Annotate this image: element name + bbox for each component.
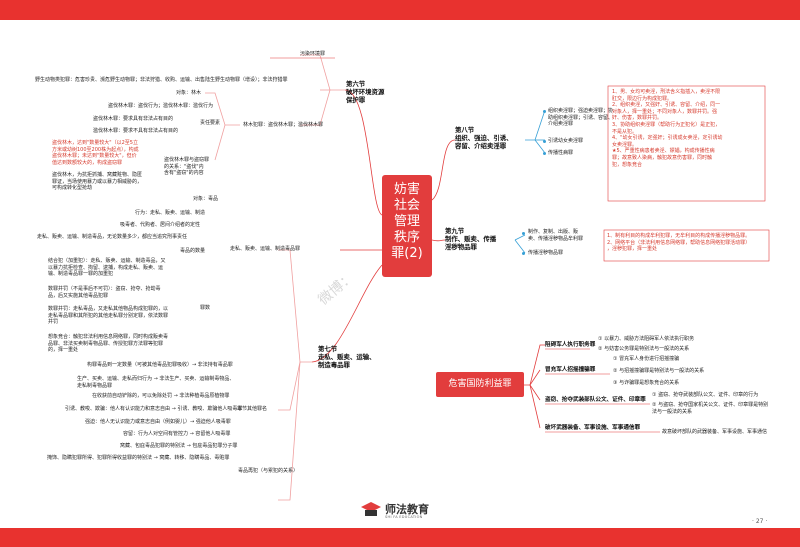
s9-item-1: 制作、复制、出版、贩 卖、传播淫秽物品牟利罪 [528, 229, 584, 242]
s6-l1: 盗伐林木罪：盗伐行为；滥伐林木罪：滥伐行为 [108, 103, 214, 109]
bullet [522, 232, 525, 235]
s7-count-4: 想象竞合：触犯非法利用信息网络罪，同时构成贩卖毒 品罪、非法买卖制毒物品罪、传授… [48, 334, 169, 354]
s6-forest-head: 林木犯罪：盗伐林木罪；滥伐林木罪 [243, 122, 324, 128]
defense-item-4-sub-1: 故意破坏部队的武器装备、军事设施、军事通信 [662, 429, 768, 435]
section7-title: 第七节 走私、贩卖、运输、 制造毒品罪 [318, 345, 376, 369]
page-number: · 27 · [752, 518, 768, 525]
top-red-bar [0, 0, 800, 20]
defense-item-2-sub-1: ① 冒充军人身份进行招摇撞骗 [613, 356, 680, 362]
s7-other-3: 在收获前自动铲除的，可以免除处罚 → 非法种植毒品原植物罪 [92, 393, 230, 399]
bullet [522, 252, 525, 255]
s6-object: 对象：林木 [176, 90, 202, 96]
defense-item-3-sub-2: ② 与盗窃、抢夺国家机关公文、证件、印章罪是特别法与一般法的关系 [652, 402, 769, 415]
s7-main: 走私、贩卖、运输、制造毒品罪 [230, 246, 301, 252]
bullet [543, 152, 546, 155]
national-defense-topic-box: 危害国防利益罪 [436, 372, 524, 397]
s7-last: 毒品再犯（与累犯的关系） [238, 468, 299, 474]
defense-item-3-sub-1: ① 盗窃、抢夺武装部队公文、证件、印章的行为 [652, 392, 759, 398]
s7-other: 本节其他罪名 [237, 406, 268, 412]
s8-item-3: 传播性病罪 [548, 150, 574, 156]
bullet [543, 110, 546, 113]
s9-notes: 1、制有利目的构成牟利犯罪，无牟利目的构成传播淫秽物品罪。 2、网络平台（非法利… [607, 233, 751, 253]
s6-wildlife: 野生动物类犯罪：危害珍贵、濒危野生动物罪；非法狩猎、收购、运输、出售陆生野生动物… [35, 77, 288, 83]
s8-notes: 1、男、女均可卖淫，刑法含义指插入，卖淫不限 肛交，限边行为构成犯罪。 2、组织… [612, 89, 723, 168]
defense-item-4: 破坏武器装备、军事设施、军事通信罪 [545, 425, 641, 431]
s7-sub-2: 行为：走私、贩卖、运输、制造 [135, 210, 206, 216]
s6-robbery: 盗伐林木罪与盗窃罪 的关系："盗伐"内 含有"盗窃"的内容 [164, 157, 210, 177]
defense-item-1-sub-2: ② 与妨害公务罪是特别法与一般法的关系 [598, 346, 690, 352]
s7-count-2: 数罪并罚（不是事后不可罚）：盗窃、抢夺、抢劫毒 品，后又实施其他毒品犯罪 [48, 286, 161, 299]
s6-pollution: 污染环境罪 [300, 51, 326, 57]
defense-item-1: 阻碍军人执行职务罪 [545, 342, 596, 348]
s6-note-black: 盗伐林木，为抗拒抓捕、窝藏赃物、隐匿 罪证，当场使用暴力或以暴力相威胁的， 可构… [52, 172, 143, 192]
s6-note-red: 盗伐林木，达到"数量较大"（以2至5立 方米或幼树100至200株为起点），构成… [52, 140, 139, 166]
section9-title: 第九节 制作、贩卖、传播 淫秽物品罪 [445, 227, 497, 251]
s7-other-7: 窝藏、包庇毒品犯罪的特别法 → 包庇毒品犯罪分子罪 [120, 443, 238, 449]
s7-other-1: 构罪毒品到一定数量（可被其他毒品犯罪吸收）→ 非法持有毒品罪 [87, 362, 233, 368]
s7-sub-4: 走私、贩卖、运输、制造毒品，无论数量多少，都应当追究刑事责任 [37, 234, 188, 240]
s9-item-2: 传播淫秽物品罪 [528, 250, 564, 256]
defense-item-1-sub-1: ① 以暴力、威胁方法阻碍军人依法执行职务 [598, 336, 695, 342]
s7-other-5: 强迫：他人无认识能力或意志自由（例如婴儿）→ 强迫他人吸毒罪 [85, 419, 231, 425]
s6-l2: 盗伐林木罪：要求具有非法占有目的 [93, 116, 174, 122]
s7-other-8: 掩饰、隐瞒犯罪所得、犯罪所得收益罪的特别法 → 窝藏、转移、隐瞒毒品、毒赃罪 [47, 455, 230, 461]
s6-liability: 责任要素 [200, 120, 221, 126]
s8-item-1: 组织卖淫罪；强迫卖淫罪；协 助组织卖淫罪；引诱、容留、 介绍卖淫罪 [548, 108, 614, 128]
brand-sub: SHI FA EDUCATION [385, 515, 423, 519]
defense-item-2: 冒充军人招摇撞骗罪 [545, 367, 596, 373]
s6-l3: 滥伐林木罪：要求不具有非法占有目的 [93, 128, 179, 134]
s7-other-4: 引诱、教唆、欺骗：他人有认识能力和意志自由 → 引诱、教唆、欺骗他人吸毒罪 [65, 406, 243, 412]
s7-other-2: 生产、买卖、运输、走私而归行为 → 非法生产、买卖、运输制毒物品、 走私制毒物品… [77, 376, 235, 389]
s7-sub-3: 吸毒者、代购者、居间介绍者的定性 [120, 222, 201, 228]
s7-quantity: 毒品的数量 [180, 248, 206, 254]
bottom-red-bar [0, 528, 800, 547]
s7-sub-1: 对象：毒品 [193, 196, 219, 202]
section6-title: 第六节 破坏环境资源 保护罪 [346, 80, 385, 104]
section8-title: 第八节 组织、强迫、引诱、 容留、介绍卖淫罪 [455, 126, 513, 150]
s8-item-2: 引诱幼女卖淫罪 [548, 138, 584, 144]
brand-name: 师法教育 [385, 503, 429, 516]
bullet [543, 140, 546, 143]
s7-count-3: 数罪并罚：走私毒品，又走私其他物品构成犯罪的，以 走私毒品罪和其所犯的其他走私罪… [48, 306, 169, 326]
defense-item-2-sub-3: ③ 与诈骗罪是想象竞合的关系 [613, 380, 680, 386]
s7-other-6: 容留：行为人对空间有管控力 → 容留他人吸毒罪 [123, 431, 231, 437]
defense-item-3: 盗窃、抢夺武装部队公文、证件、印章罪 [545, 397, 646, 403]
brand-logo: 师法教育 SHI FA EDUCATION [361, 500, 441, 524]
defense-item-2-sub-2: ② 与招摇撞骗罪是特别法与一般法的关系 [613, 368, 705, 374]
s7-count-1: 结合犯（加重犯）：走私、贩卖、运输、制造毒品，又 以暴力抗拒检查、拘留、逮捕，构… [48, 258, 166, 278]
graduation-cap-icon [361, 502, 381, 516]
main-topic-box: 妨害 社会 管理 秩序 罪(2) [382, 175, 432, 277]
s7-count-label: 罪数 [200, 305, 211, 311]
